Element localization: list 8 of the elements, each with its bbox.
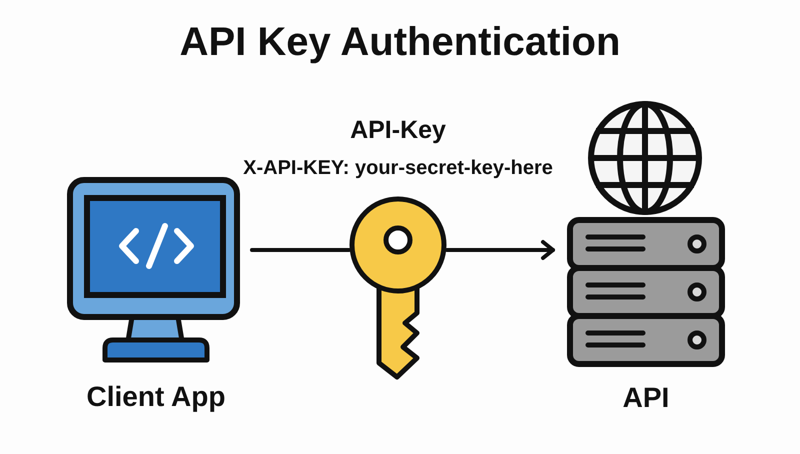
annotation-text: X-API-KEY: your-secret-key-here <box>243 158 553 178</box>
node-label: API <box>622 384 670 412</box>
node-label: Client App <box>86 383 226 411</box>
arrow <box>445 240 555 260</box>
annotation-text: API-Key <box>350 118 446 143</box>
connector-line <box>250 248 351 252</box>
title: API Key Authentication <box>178 22 622 62</box>
key-illustration <box>349 196 447 380</box>
